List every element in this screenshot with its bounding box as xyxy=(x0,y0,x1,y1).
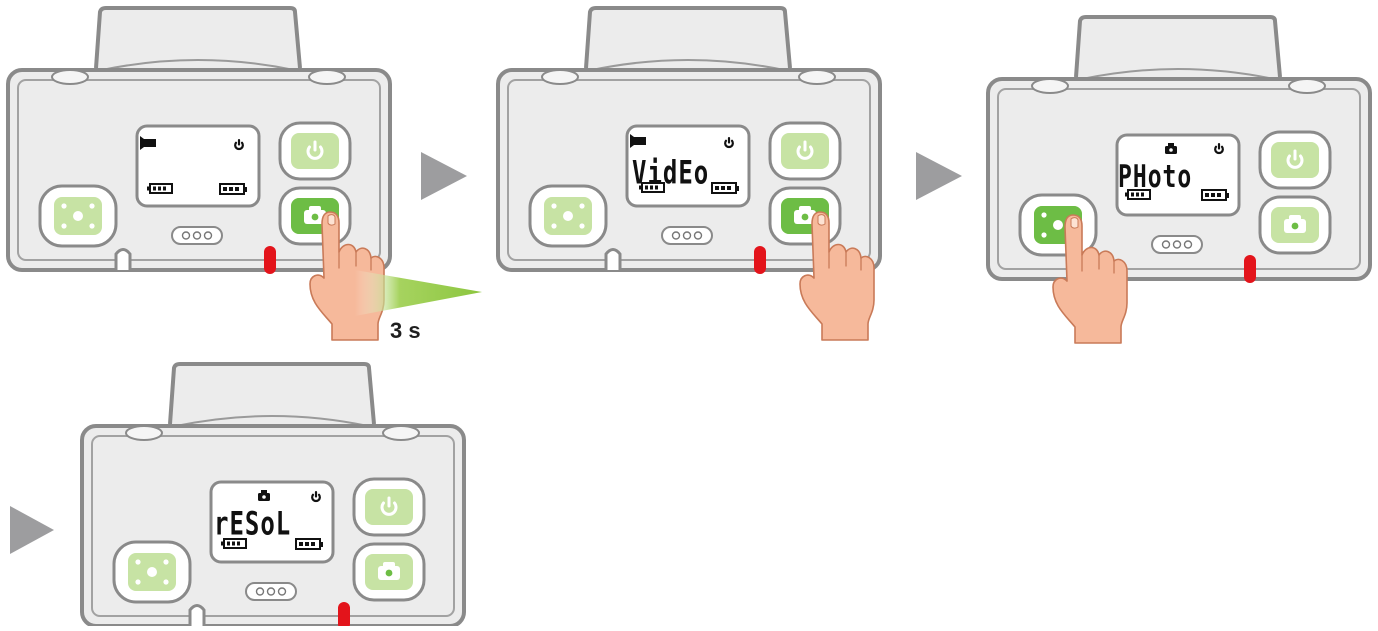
video-icon xyxy=(144,139,156,147)
lcd-text-resol: rESoL xyxy=(214,505,292,543)
camera-step-1 xyxy=(8,8,390,341)
lcd-text-photo: PHoto xyxy=(1118,160,1193,196)
next-arrow xyxy=(10,506,54,554)
camera-step-2 xyxy=(498,8,880,341)
camera-icon xyxy=(258,490,270,501)
next-arrow xyxy=(916,152,962,200)
camera-step-4 xyxy=(82,364,464,626)
camera-step-3 xyxy=(988,17,1370,344)
hold-duration-label: 3 s xyxy=(390,318,421,343)
camera-icon xyxy=(1165,143,1177,154)
next-arrow xyxy=(421,152,467,200)
lcd-text-video: VidEo xyxy=(632,154,710,192)
hold-arrow xyxy=(355,270,482,316)
